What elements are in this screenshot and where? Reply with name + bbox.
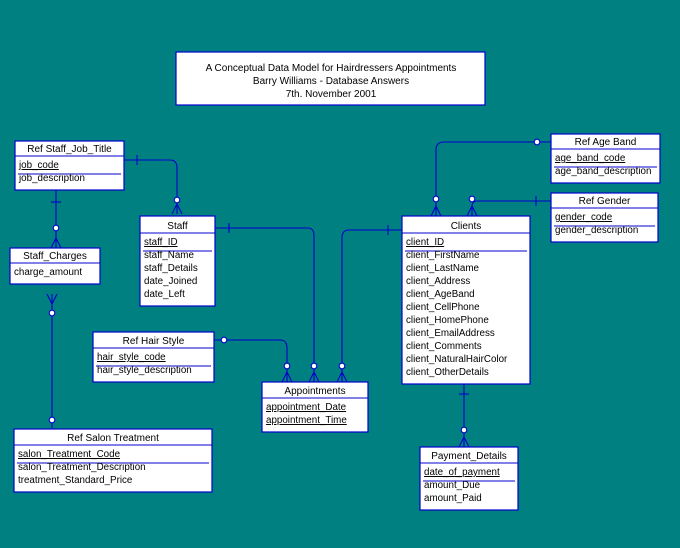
entity-title: Clients — [451, 221, 482, 232]
entity-key-attribute: appointment_Time — [266, 415, 347, 426]
entity-ref-staff-job-title: Ref Staff_Job_Title job_code job_descripti… — [14, 140, 125, 191]
entity-attribute: client_Comments — [406, 341, 482, 352]
rel-hairstyle-appointments — [214, 339, 288, 382]
entity-clients: Clients client_ID client_FirstName client_L… — [401, 215, 531, 385]
entity-ref-age-band: Ref Age Band age_band_code age_band_descri… — [550, 133, 661, 184]
entity-box — [92, 331, 215, 383]
diagram-date: 7th. November 2001 — [286, 89, 377, 100]
entity-attribute: client_Address — [406, 276, 470, 287]
entity-key-attribute: staff_ID — [144, 237, 178, 248]
entity-title: Ref Hair Style — [123, 336, 185, 347]
entity-attribute: date_Joined — [144, 276, 197, 287]
diagram-author: Barry Williams - Database Answers — [253, 76, 409, 87]
entity-title: Ref Staff_Job_Title — [27, 144, 112, 155]
entity-attribute: client_FirstName — [406, 250, 480, 261]
entity-title: Ref Salon Treatment — [67, 433, 159, 444]
entity-attribute: date_Left — [144, 289, 185, 300]
entity-attribute: hair_style_description — [97, 365, 192, 376]
entity-box — [550, 133, 661, 184]
entity-attribute: staff_Name — [144, 250, 194, 261]
entity-title: Ref Gender — [579, 196, 631, 207]
entity-attribute: client_LastName — [406, 263, 480, 274]
entity-attribute: client_AgeBand — [406, 289, 475, 300]
entity-payment-details: Payment_Details date_of_payment amount_Due… — [419, 446, 519, 511]
entity-attribute: client_HomePhone — [406, 315, 489, 326]
entity-title: Appointments — [284, 386, 345, 397]
entity-appointments: Appointments appointment_Date appointment_… — [261, 381, 369, 433]
entity-ref-gender: Ref Gender gender_code gender_description — [550, 192, 659, 243]
entities: Ref Staff_Job_Title job_code job_descripti… — [9, 133, 661, 511]
entity-key-attribute: appointment_Date — [266, 402, 347, 413]
entity-key-attribute: salon_Treatment_Code — [18, 449, 121, 460]
rel-jobtitle-staff — [124, 159, 178, 214]
entity-title: Ref Age Band — [575, 137, 637, 148]
entity-attribute: age_band_description — [555, 166, 651, 177]
diagram-title: A Conceptual Data Model for Hairdressers… — [206, 63, 457, 74]
entity-attribute: client_EmailAddress — [406, 328, 495, 339]
entity-staff: Staff staff_ID staff_Name staff_Detailsdate… — [139, 215, 216, 307]
entity-ref-hair-style: Ref Hair Style hair_style_code hair_style_… — [92, 331, 215, 383]
entity-attribute: amount_Due — [424, 480, 481, 491]
entity-box — [550, 192, 659, 243]
entity-box — [139, 215, 216, 307]
entity-ref-salon-treatment: Ref Salon Treatment salon_Treatment_Codes… — [13, 428, 213, 493]
entity-staff-charges: Staff_Charges charge_amount — [9, 247, 101, 285]
entity-box — [9, 247, 101, 285]
rel-clients-appointments — [341, 229, 402, 382]
entity-attribute: staff_Details — [144, 263, 198, 274]
entity-attribute: job_description — [18, 173, 85, 184]
entity-box — [13, 428, 213, 493]
entity-key-attribute: client_ID — [406, 237, 444, 248]
entity-attribute: gender_description — [555, 225, 638, 236]
entity-attribute: client_NaturalHairColor — [406, 354, 508, 365]
entity-attribute: client_OtherDetails — [406, 367, 489, 378]
entity-key-attribute: hair_style_code — [97, 352, 166, 363]
entity-box — [401, 215, 531, 385]
relationship-lines — [46, 138, 551, 448]
rel-gender-clients — [471, 200, 551, 216]
entity-title: Payment_Details — [431, 451, 507, 462]
entity-attribute: treatment_Standard_Price — [18, 475, 133, 486]
entity-title: Staff_Charges — [23, 251, 87, 262]
diagram-title-box: A Conceptual Data Model for Hairdressers… — [175, 51, 486, 106]
entity-title: Staff — [167, 221, 188, 232]
entity-box — [261, 381, 369, 433]
entity-attribute: salon_Treatment_Description — [18, 462, 146, 473]
entity-key-attribute: gender_code — [555, 212, 613, 223]
entity-attribute: amount_Paid — [424, 493, 482, 504]
entity-key-attribute: date_of_payment — [424, 467, 500, 478]
entity-box — [14, 140, 125, 191]
rel-ageband-clients — [435, 141, 551, 216]
entity-box — [419, 446, 519, 511]
entity-key-attribute: age_band_code — [555, 153, 626, 164]
entity-attribute: client_CellPhone — [406, 302, 480, 313]
entity-attribute: charge_amount — [14, 267, 82, 278]
entity-key-attribute: job_code — [18, 160, 59, 171]
rel-staff-appointments — [215, 227, 315, 382]
